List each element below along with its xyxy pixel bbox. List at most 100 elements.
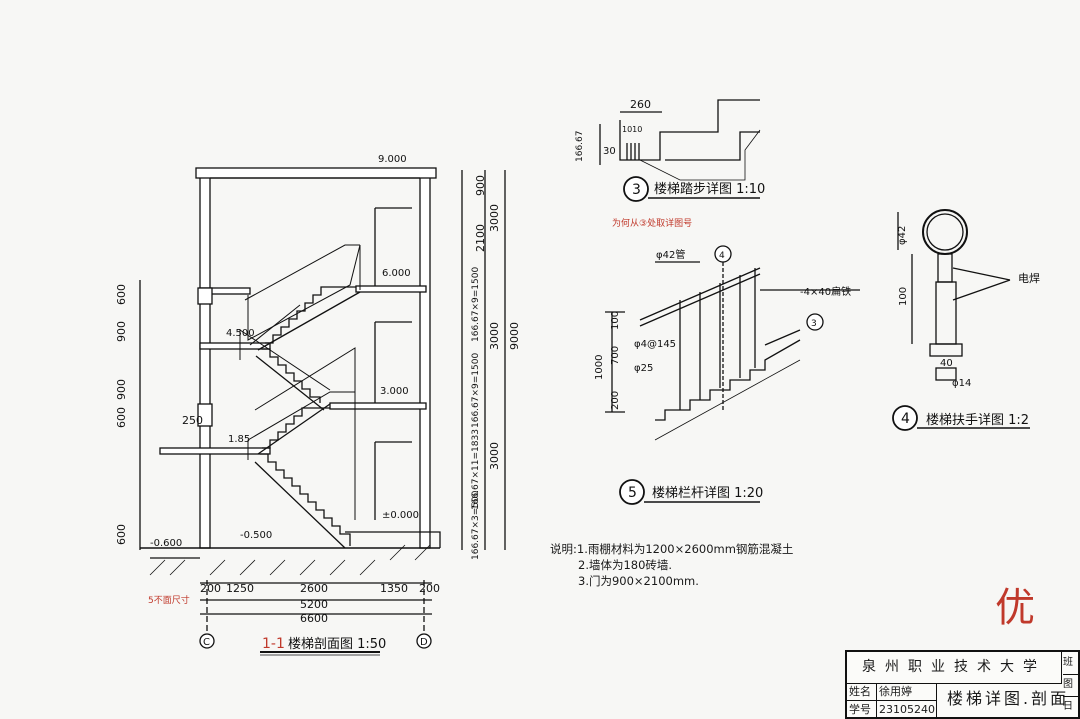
title-block-name-label: 姓名 [847,683,877,701]
detail-5-dim-1000: 1000 [594,355,605,380]
right-dim-3000-c: 3000 [488,322,501,350]
detail-4-bubble [892,405,918,431]
level-6000: 6.000 [382,268,411,279]
axis-d-label: D [420,637,428,648]
level-1850: 1.85 [228,434,250,445]
left-dim-3: 900 [115,379,128,400]
title-block-id: 23105240 [877,701,937,719]
detail-4-label-phi42: φ42 [897,226,908,245]
detail-3-bubble [623,176,649,202]
left-dim-250: 250 [182,414,203,427]
bottom-dim-200-left: 200 [200,582,221,595]
note-line-3: 3.门为900×2100mm. [578,574,699,588]
detail-5-dim-700: 700 [610,346,621,365]
left-dim-1: 600 [115,284,128,305]
section-title-no: 1-1 [262,636,285,652]
detail-4-title: 楼梯扶手详图 1:2 [926,413,1029,428]
right-dim-3000-a: 3000 [488,204,501,232]
detail-5-ref-side: 3 [811,319,817,329]
section-title: 楼梯剖面图 1:50 [288,637,386,652]
stair-flight-1 [254,453,351,549]
grade-mark: 优 [995,585,1035,631]
left-dim-4: 600 [115,407,128,428]
floor-slab-6000 [355,285,427,293]
detail-4-no: 4 [901,411,910,427]
left-dim-5: 600 [115,524,128,545]
bottom-dim-2600: 2600 [300,582,328,595]
stair-flight-4 [257,286,361,351]
general-notes: 说明:1.雨棚材料为1200×2600mm钢筋混凝土 2.墙体为180砖墙. 3… [550,541,793,589]
detail-4-dim-100: 100 [898,287,909,306]
bottom-dim-1250: 1250 [226,582,254,595]
landing-1850 [159,447,271,455]
bottom-dim-6600: 6600 [300,612,328,625]
handrail-lines [239,244,361,520]
section-red-note: 5不面尺寸 [148,594,190,606]
detail-5-drawing [605,261,860,441]
detail-3-dim-30: 30 [603,146,616,157]
right-dim-bottom: 166.67×3=500 [471,490,481,560]
right-dim-inner-2: 166.67×9=1500 [471,353,481,428]
note-line-2: 2.墙体为180砖墙. [578,558,673,572]
bottom-dim-1350: 1350 [380,582,408,595]
detail-3-title: 楼梯踏步详图 1:10 [654,182,765,197]
stair-flight-2 [257,403,331,455]
right-wall [419,171,431,549]
stair-flight-3 [255,348,325,411]
level-3000: 3.000 [380,386,409,397]
title-block-side-2: 图号 [1063,674,1080,697]
detail-3-dim-16667: 166.67 [575,131,585,163]
roof-slab [195,167,437,179]
detail-5-top-ref-bubble [714,245,732,263]
detail-4-drawing [897,209,1011,381]
detail-5-dim-200: 200 [610,391,621,410]
detail-3-dim-1010: 1010 [622,125,642,134]
level-0000: ±0.000 [382,510,419,521]
detail-5-side-ref-bubble [806,313,824,331]
detail-5-no: 5 [628,485,637,501]
level-neg-0500: -0.500 [240,530,272,541]
ground-hatch [149,544,431,576]
level-4500: 4.500 [226,328,255,339]
detail-5-label-phi25: φ25 [634,363,653,374]
floor-slab-3000 [329,402,427,410]
axis-c-label: C [203,637,210,648]
note-line-1: 说明:1.雨棚材料为1200×2600mm钢筋混凝土 [550,542,794,556]
detail-3-no: 3 [632,182,641,198]
left-wall [199,171,211,549]
detail-5-title: 楼梯栏杆详图 1:20 [652,486,763,501]
right-dim-3000-b: 3000 [488,442,501,470]
title-block-school: 泉州职业技术大学 [847,652,1062,684]
detail-5-bubble [619,479,645,505]
detail-4-label-weld: 电焊 [1018,271,1040,285]
detail-4-label-phi14: φ14 [952,378,971,389]
right-dim-2100: 2100 [474,224,487,252]
title-block-drawing-name: 楼梯详图.剖面 [947,689,1070,708]
left-dim-2: 900 [115,321,128,342]
detail-5-dim-100: 100 [610,311,621,330]
right-dim-inner-3: 166.67×11=1833 [471,429,481,510]
detail-3-dim-260: 260 [630,98,651,111]
detail-3-red-note: 为何从③处取详图号 [612,217,692,229]
level-9000: 9.000 [378,154,407,165]
landing-4500 [199,342,271,350]
title-block-id-label: 学号 [847,701,877,719]
detail-5-label-flatbar: -4×40扁铁 [800,285,851,298]
right-dim-900: 900 [474,175,487,196]
bottom-dim-200-right: 200 [419,582,440,595]
detail-5-label-phi4: φ4@145 [634,339,676,350]
bottom-dim-5200: 5200 [300,598,328,611]
title-block-side-3: 日期 [1063,701,1073,712]
detail-4-dim-40: 40 [940,358,953,369]
right-dim-9000: 9000 [508,322,521,350]
axis-d-bubble [416,633,432,649]
title-block: 泉州职业技术大学 班级 图号 日期 姓名 徐用婷 学号 23105240 楼梯详… [845,650,1080,719]
level-neg-0600: -0.600 [150,538,182,549]
detail-3-drawing [599,99,761,181]
right-dim-inner-1: 166.67×9=1500 [471,267,481,342]
axis-c-bubble [199,633,215,649]
detail-5-ref-top: 4 [719,251,725,261]
detail-5-label-pipe: φ42管 [656,248,685,261]
title-block-name: 徐用婷 [877,683,937,701]
